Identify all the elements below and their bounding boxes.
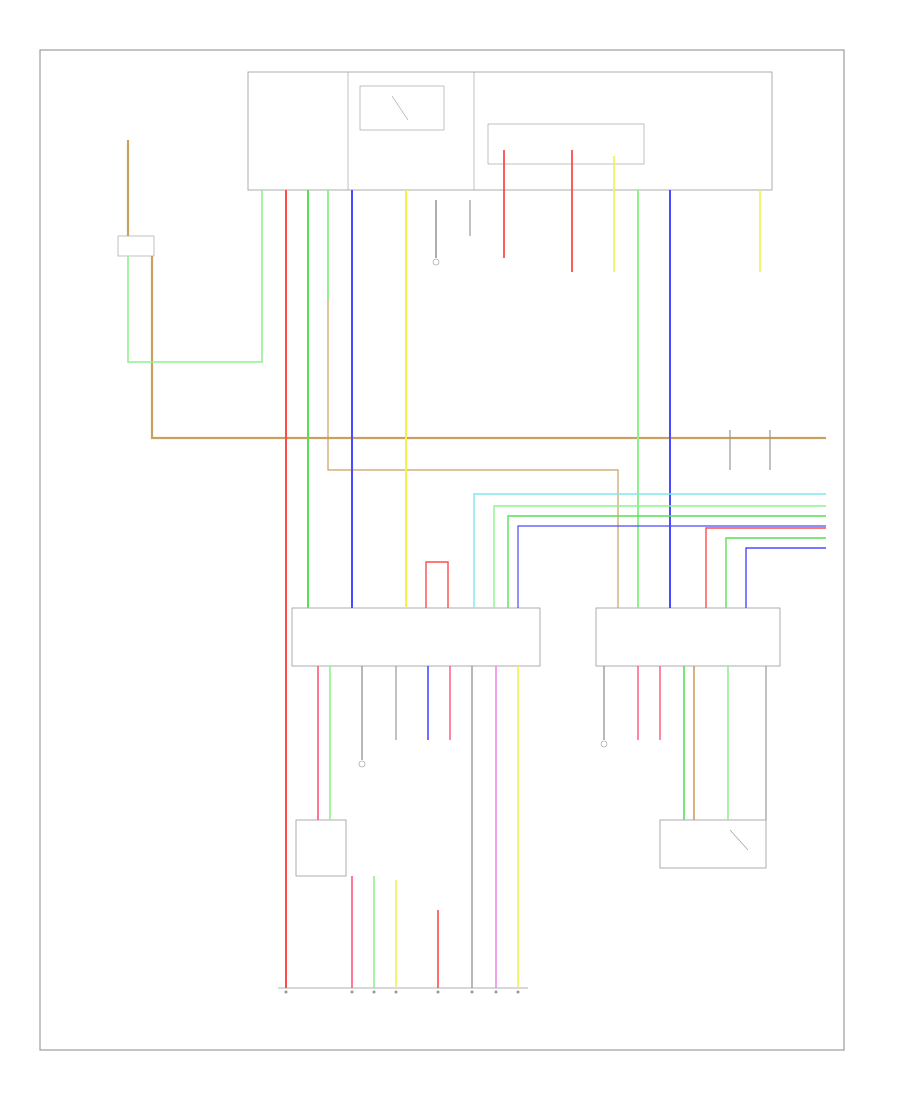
left-window-switch	[295, 819, 347, 877]
wire-green-bus	[507, 515, 826, 608]
wire-green-left-loop	[127, 190, 263, 363]
relay-switch-box	[359, 85, 445, 131]
bottom-pin-4	[394, 990, 398, 994]
wire-red-bus	[705, 527, 826, 608]
wire-lightgreen-to-right	[327, 190, 619, 608]
inner-module-box	[487, 123, 645, 165]
bottom-pin-1	[284, 990, 288, 994]
ground-symbol-2	[358, 760, 366, 768]
wire-lightgreen-bus	[493, 505, 826, 608]
wire-green-bus-2	[725, 537, 826, 608]
diagram-frame	[39, 49, 845, 1051]
ground-symbol-1	[432, 258, 440, 266]
right-door-module	[595, 607, 781, 667]
left-fuse-element	[117, 235, 155, 257]
bottom-pin-5	[436, 990, 440, 994]
bottom-pin-6	[470, 990, 474, 994]
ground-symbol-3	[600, 740, 608, 748]
bottom-pin-2	[350, 990, 354, 994]
right-switch-contact	[729, 829, 749, 851]
bottom-pin-3	[372, 990, 376, 994]
bottom-pin-7	[494, 990, 498, 994]
bottom-pin-8	[516, 990, 520, 994]
left-door-module	[291, 607, 541, 667]
wire-cyan-bus	[473, 493, 826, 608]
relay-switch-contact	[391, 95, 409, 121]
wire-tan-main	[150, 256, 826, 440]
wire-blue-bus-2	[745, 547, 826, 608]
top-control-unit	[247, 71, 773, 191]
right-window-switch	[659, 819, 767, 869]
wire-red-loop	[425, 561, 449, 608]
wire-blue-bus	[517, 525, 826, 608]
